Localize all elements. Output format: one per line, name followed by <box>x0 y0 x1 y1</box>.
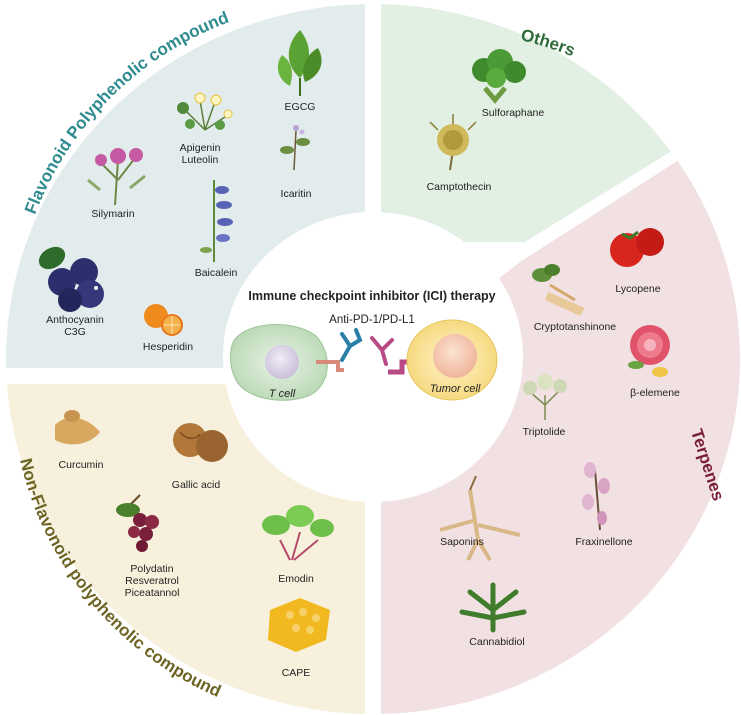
label-triptolide: Triptolide <box>523 426 566 438</box>
icaritin-plant-icon <box>280 125 310 171</box>
label-polydatin: Polydatin <box>130 563 173 575</box>
center-disc <box>223 212 523 502</box>
label-c3g: C3G <box>64 326 86 338</box>
center-title: Immune checkpoint inhibitor (ICI) therap… <box>248 289 495 303</box>
label-fraxinellone: Fraxinellone <box>575 536 632 548</box>
label-luteolin: Luteolin <box>182 154 219 166</box>
label-cryptotanshinone: Cryptotanshinone <box>534 321 616 333</box>
emodin-plant-icon <box>262 505 334 561</box>
t-cell: T cell <box>229 324 328 401</box>
triptolide-plant-icon <box>523 374 567 420</box>
label-beta-elemene: β-elemene <box>630 387 680 399</box>
label-silymarin: Silymarin <box>91 208 134 220</box>
label-camptothecin: Camptothecin <box>427 181 492 193</box>
terpenes-sector <box>381 120 741 715</box>
label-egcg: EGCG <box>285 101 316 113</box>
t-cell-label: T cell <box>269 388 296 400</box>
hesperidin-orange-icon <box>144 304 183 336</box>
silymarin-thistle-icon <box>87 148 146 206</box>
egcg-leaf-icon <box>277 30 322 96</box>
label-curcumin: Curcumin <box>59 459 104 471</box>
beta-elemene-flower-icon <box>628 325 670 377</box>
anthocyanin-berry-icon <box>38 246 104 312</box>
sulforaphane-broccoli-icon <box>472 49 526 104</box>
tumor-cell: Tumor cell <box>406 319 498 401</box>
label-piceatannol: Piceatannol <box>125 587 180 599</box>
label-icaritin: Icaritin <box>281 188 312 200</box>
label-cannabidiol: Cannabidiol <box>469 636 524 648</box>
polydatin-grape-icon <box>116 494 159 552</box>
label-saponins: Saponins <box>440 536 484 548</box>
t-cell-nucleus <box>265 345 299 379</box>
label-baicalein: Baicalein <box>195 267 238 279</box>
label-resveratrol: Resveratrol <box>125 575 179 587</box>
pd1-receptor-icon <box>316 360 344 372</box>
lycopene-tomato-icon <box>610 228 664 267</box>
antibody-label: Anti-PD-1/PD-L1 <box>329 314 415 326</box>
label-anthocyanin: Anthocyanin <box>46 314 104 326</box>
terpenes-sector-bg <box>381 120 741 715</box>
anti-pdl1-antibody-icon <box>370 336 394 366</box>
label-hesperidin: Hesperidin <box>143 341 193 353</box>
gallic-acid-walnut-icon <box>173 423 228 462</box>
label-apigenin: Apigenin <box>180 142 221 154</box>
baicalein-flower-icon <box>200 180 233 262</box>
curcumin-ginger-icon <box>55 410 100 445</box>
label-gallic-acid: Gallic acid <box>172 479 221 491</box>
cannabidiol-leaf-icon <box>459 582 527 633</box>
label-lycopene: Lycopene <box>615 283 660 295</box>
camptothecin-plant-icon <box>429 114 477 171</box>
fraxinellone-flower-icon <box>582 462 610 531</box>
label-emodin: Emodin <box>278 573 314 585</box>
anti-pd1-antibody-icon <box>340 328 363 362</box>
cryptotanshinone-root-icon <box>532 264 585 316</box>
label-cape: CAPE <box>282 667 311 679</box>
cape-honeycomb-icon <box>268 598 330 652</box>
tumor-cell-label: Tumor cell <box>430 383 481 395</box>
saponins-ginseng-icon <box>439 475 521 562</box>
tumor-cell-nucleus <box>433 334 477 378</box>
apigenin-flower-icon <box>177 92 233 131</box>
label-sulforaphane: Sulforaphane <box>482 107 545 119</box>
